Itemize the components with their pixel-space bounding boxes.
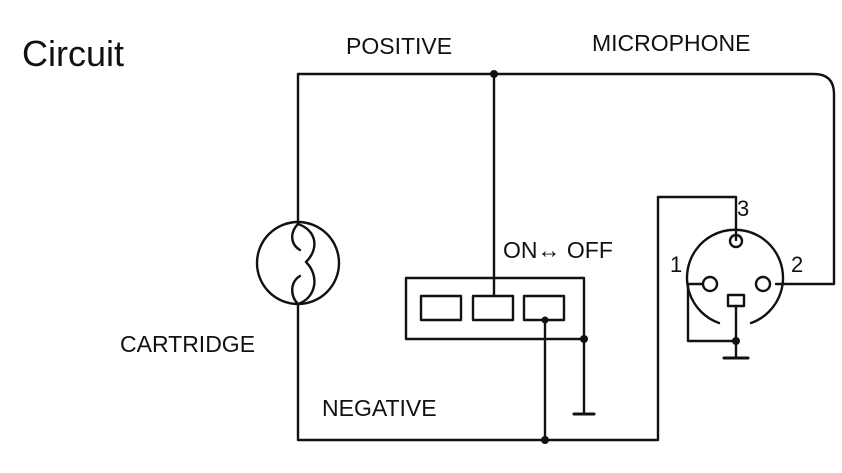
microphone-label: MICROPHONE	[592, 30, 750, 56]
cartridge-label: CARTRIDGE	[120, 331, 255, 357]
negative-label: NEGATIVE	[322, 395, 437, 421]
on-off-switch	[404, 276, 586, 341]
positive-label: POSITIVE	[346, 33, 452, 59]
mic-ground-junction	[732, 337, 740, 345]
cartridge-icon	[255, 220, 341, 306]
negative-wire	[296, 195, 738, 442]
pin-1-ground-wire	[686, 282, 738, 343]
switch-on-off-label: ON↔ OFF	[503, 237, 613, 263]
pin-1-icon	[701, 275, 719, 293]
pin-2-icon	[754, 275, 772, 293]
diagram-title: Circuit	[22, 33, 124, 74]
pin-3-label: 3	[737, 196, 749, 221]
pin-3-icon	[728, 233, 744, 249]
pin-1-label: 1	[670, 252, 682, 277]
pin-2-label: 2	[791, 252, 803, 277]
positive-wire	[296, 72, 836, 286]
ground-pin-icon	[726, 293, 746, 308]
